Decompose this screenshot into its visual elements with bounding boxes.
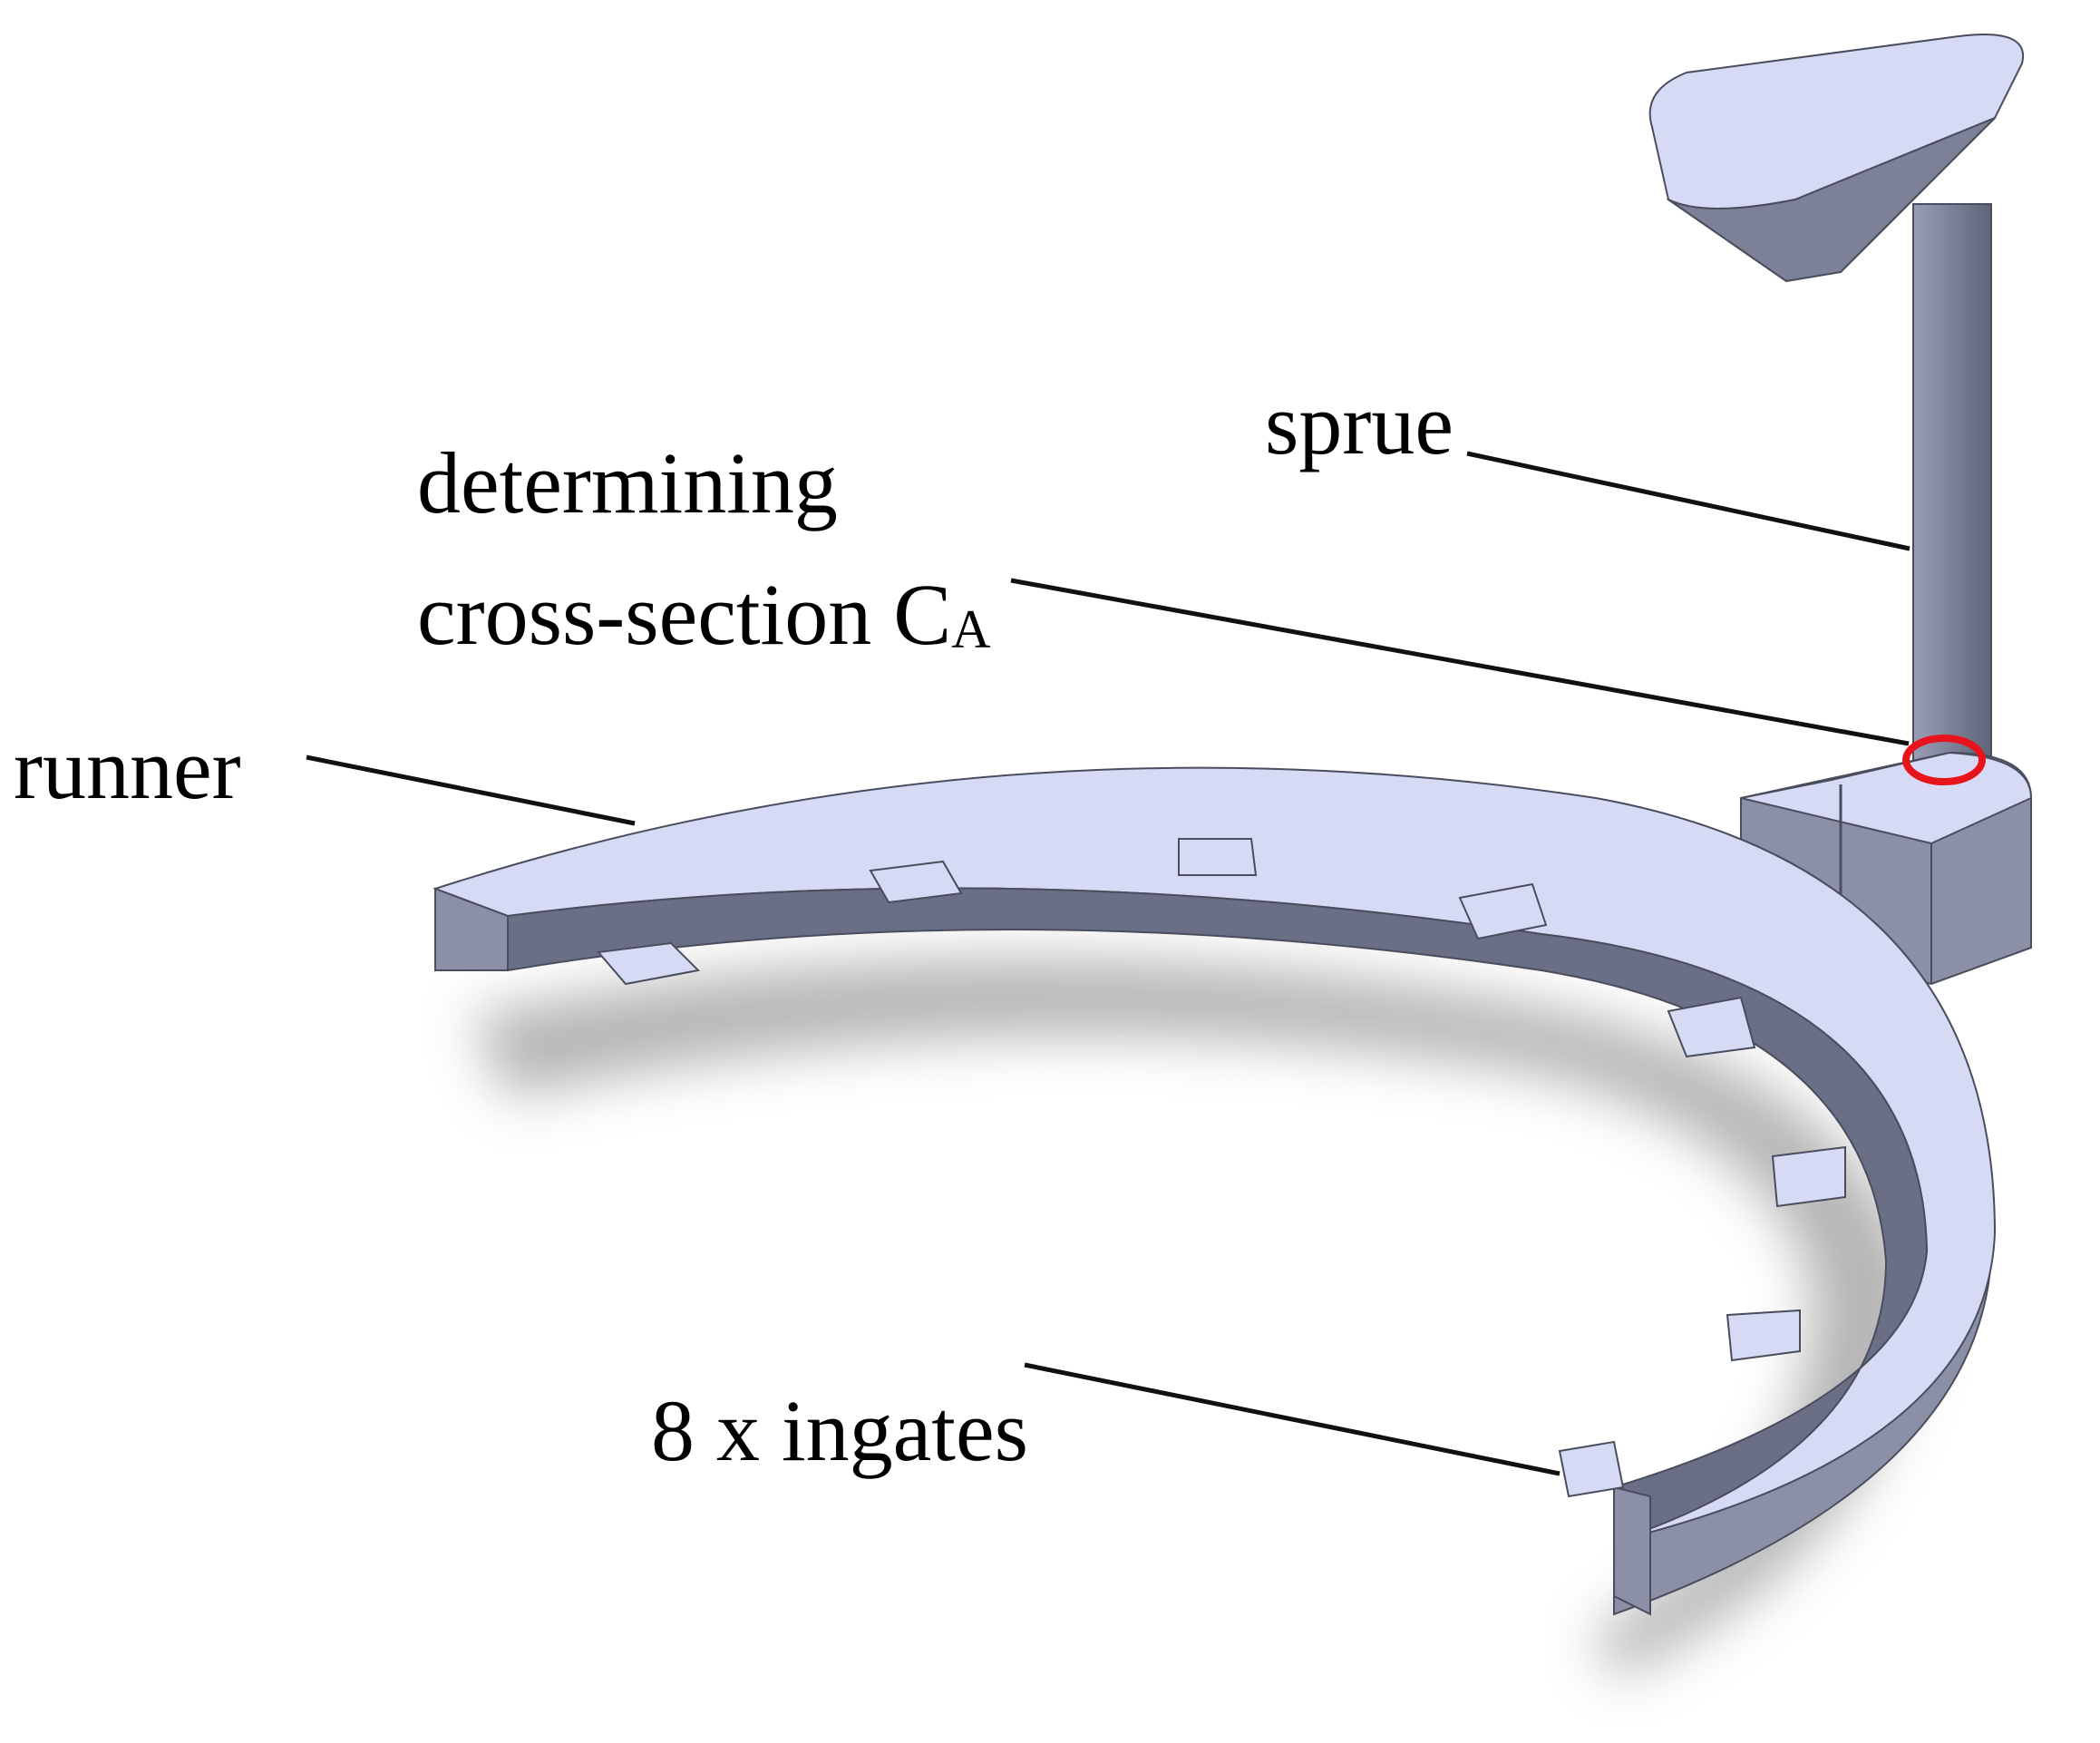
ingates-label: 8 x ingates (651, 1382, 1028, 1479)
determining-cross-section-marker (1902, 735, 1986, 785)
cross-section-label: cross-section CA (417, 571, 991, 658)
ingate (1178, 838, 1258, 876)
ingate (1458, 882, 1548, 940)
ingate (1558, 1440, 1625, 1498)
cross-section-subscript: A (951, 599, 991, 659)
runner-leader (306, 755, 636, 826)
runner (432, 766, 1997, 1616)
ingate (1667, 996, 1756, 1058)
cross-section-text: cross-section C (417, 566, 952, 663)
pouring-cup (1648, 34, 2025, 283)
ingate (1771, 1145, 1846, 1208)
ingates-leader (1024, 1362, 1560, 1476)
sprue-leader (1466, 451, 1910, 551)
ingate (1726, 1309, 1801, 1362)
leader-lines (306, 451, 1910, 1476)
sprue (1912, 203, 1992, 785)
determining-label: determining (417, 434, 838, 531)
ingate (869, 860, 963, 904)
runner-shadow (472, 959, 1922, 1678)
ingate (597, 941, 701, 986)
ingates (597, 838, 1846, 1498)
runner-label: runner (14, 720, 241, 817)
cross-section-leader (1010, 578, 1910, 746)
sprue-label: sprue (1265, 375, 1453, 472)
